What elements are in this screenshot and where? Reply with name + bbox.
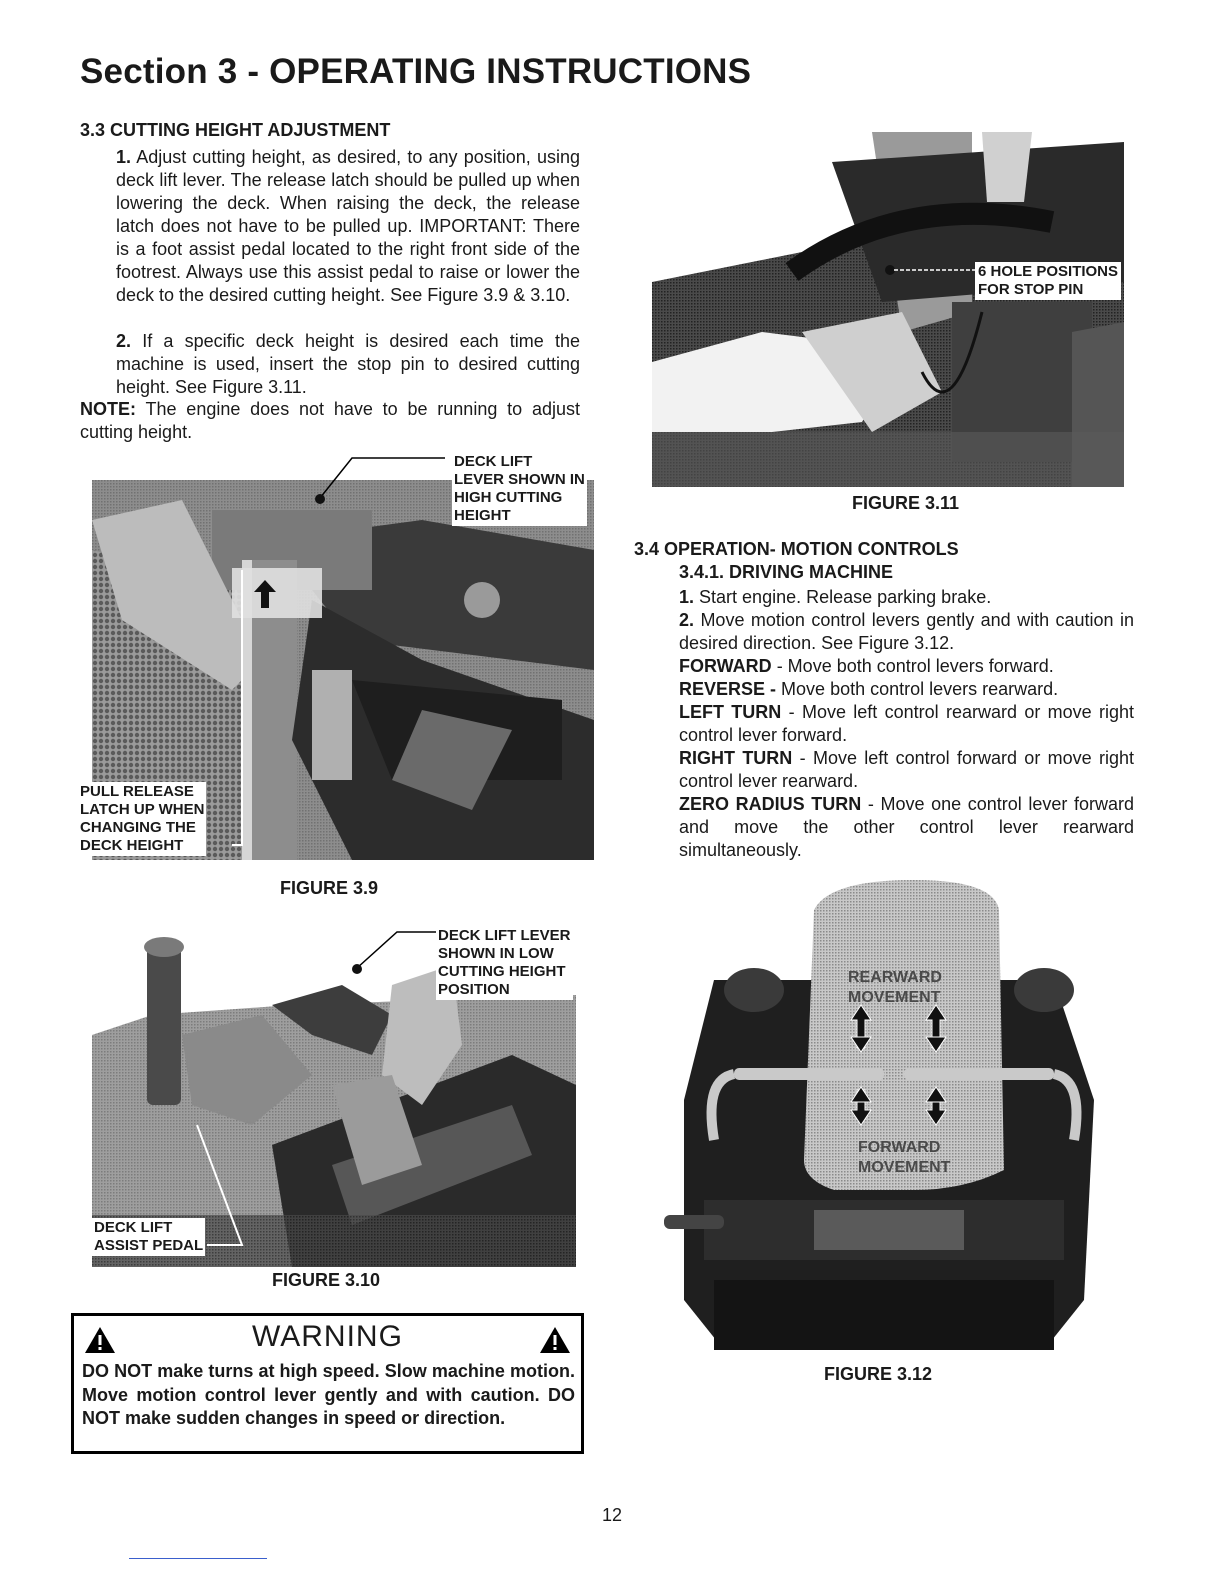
section-title: Section 3 - OPERATING INSTRUCTIONS — [80, 52, 752, 91]
s34-item-2-number: 2. — [679, 610, 695, 630]
zero-radius-label: ZERO RADIUS TURN — [679, 794, 862, 814]
s33-item-2: 2. If a specific deck height is desired … — [116, 330, 580, 399]
figure-3-9-callout-top: DECK LIFT LEVER SHOWN IN HIGH CUTTING HE… — [452, 452, 587, 526]
figure-3-11-caption: FIGURE 3.11 — [852, 493, 960, 513]
figure-3-9-photo — [92, 480, 594, 860]
callout-line: HEIGHT — [454, 507, 511, 524]
warning-title: WARNING — [252, 1320, 403, 1353]
s34-item-1: 1. Start engine. Release parking brake. — [679, 586, 1134, 609]
callout-line: LEVER SHOWN IN — [454, 471, 585, 488]
s33-item-1: 1. Adjust cutting height, as desired, to… — [116, 146, 580, 307]
section-3-4-1-heading: 3.4.1. DRIVING MACHINE — [679, 562, 894, 582]
s34-right-turn: RIGHT TURN - Move left control forward o… — [679, 747, 1134, 793]
warning-text: DO NOT make turns at high speed. Slow ma… — [82, 1361, 575, 1428]
figure-3-12-photo — [664, 880, 1104, 1360]
callout-line: CHANGING THE — [80, 819, 196, 836]
note-text: The engine does not have to be running t… — [80, 399, 580, 442]
callout-line: POSITION — [438, 981, 510, 998]
figure-3-9-callout-left: PULL RELEASE LATCH UP WHEN CHANGING THE … — [78, 782, 207, 856]
callout-line: ASSIST PEDAL — [94, 1237, 204, 1254]
forward-movement-label: FORWARD MOVEMENT — [858, 1138, 950, 1178]
callout-line: SHOWN IN LOW — [438, 945, 554, 962]
warning-triangle-icon — [85, 1327, 115, 1353]
s33-item-1-text: Adjust cutting height, as desired, to an… — [116, 147, 580, 305]
callout-line: HIGH CUTTING — [454, 489, 563, 506]
right-turn-text: - Move left control forward or move righ… — [679, 748, 1134, 791]
figure-3-10-caption: FIGURE 3.10 — [272, 1270, 381, 1290]
callout-line: CUTTING HEIGHT — [438, 963, 566, 980]
figure-3-10-callout-top: DECK LIFT LEVER SHOWN IN LOW CUTTING HEI… — [436, 926, 573, 1000]
figure-3-10-photo — [92, 925, 576, 1267]
zero-radius-text: - Move one control lever forward and mov… — [679, 794, 1134, 860]
callout-line: DECK LIFT LEVER — [438, 927, 571, 944]
callout-line: LATCH UP WHEN — [80, 801, 205, 818]
forward-text: - Move both control levers forward. — [776, 656, 1054, 676]
s34-item-1-number: 1. — [679, 587, 695, 607]
callout-line: DECK HEIGHT — [80, 837, 184, 854]
note-label: NOTE: — [80, 399, 136, 419]
rearward-line: REARWARD — [848, 969, 942, 986]
s33-item-2-number: 2. — [116, 331, 132, 351]
callout-line: PULL RELEASE — [80, 783, 194, 800]
section-3-3-heading: 3.3 CUTTING HEIGHT ADJUSTMENT — [80, 120, 391, 140]
s33-item-1-number: 1. — [116, 147, 132, 167]
callout-line: DECK LIFT — [454, 453, 533, 470]
s34-item-2: 2. Move motion control levers gently and… — [679, 609, 1134, 655]
forward-line: FORWARD — [858, 1139, 941, 1156]
callout-line: DECK LIFT — [94, 1219, 173, 1236]
rearward-movement-label: REARWARD MOVEMENT — [848, 968, 942, 1008]
warning-box: WARNING DO NOT make turns at high speed.… — [71, 1313, 584, 1454]
figure-3-11-leader-line — [885, 265, 976, 275]
footer-rule — [129, 1558, 267, 1559]
s34-item-2-text: Move motion control levers gently and wi… — [679, 610, 1134, 653]
figure-3-9-leader-line — [315, 457, 445, 504]
left-turn-label: LEFT TURN — [679, 702, 782, 722]
s34-left-turn: LEFT TURN - Move left control rearward o… — [679, 701, 1134, 747]
s33-item-2-text: If a specific deck height is desired eac… — [116, 331, 580, 397]
s34-zero-radius-turn: ZERO RADIUS TURN - Move one control leve… — [679, 793, 1134, 862]
rearward-line: MOVEMENT — [848, 989, 941, 1006]
forward-label: FORWARD — [679, 656, 772, 676]
page-number: 12 — [601, 1505, 623, 1525]
s34-forward: FORWARD - Move both control levers forwa… — [679, 655, 1134, 678]
warning-triangle-icon — [540, 1327, 570, 1353]
figure-3-11-callout: 6 HOLE POSITIONS FOR STOP PIN — [975, 262, 1122, 300]
s33-note: NOTE: The engine does not have to be run… — [80, 398, 580, 444]
left-turn-text: - Move left control rearward or move rig… — [679, 702, 1134, 745]
right-turn-label: RIGHT TURN — [679, 748, 793, 768]
figure-3-12-caption: FIGURE 3.12 — [824, 1364, 933, 1384]
figure-3-11-photo — [652, 132, 1124, 487]
section-3-4-heading: 3.4 OPERATION- MOTION CONTROLS — [634, 539, 959, 559]
figure-3-9-caption: FIGURE 3.9 — [280, 878, 379, 898]
callout-line: FOR STOP PIN — [978, 281, 1084, 298]
reverse-label: REVERSE - — [679, 679, 777, 699]
forward-line: MOVEMENT — [858, 1159, 951, 1176]
reverse-text: Move both control levers rearward. — [781, 679, 1059, 699]
callout-line: 6 HOLE POSITIONS — [978, 263, 1119, 280]
figure-3-10-leader-line — [352, 931, 437, 974]
s34-item-1-text: Start engine. Release parking brake. — [699, 587, 992, 607]
figure-3-10-callout-left: DECK LIFT ASSIST PEDAL — [92, 1218, 206, 1256]
s34-reverse: REVERSE - Move both control levers rearw… — [679, 678, 1134, 701]
